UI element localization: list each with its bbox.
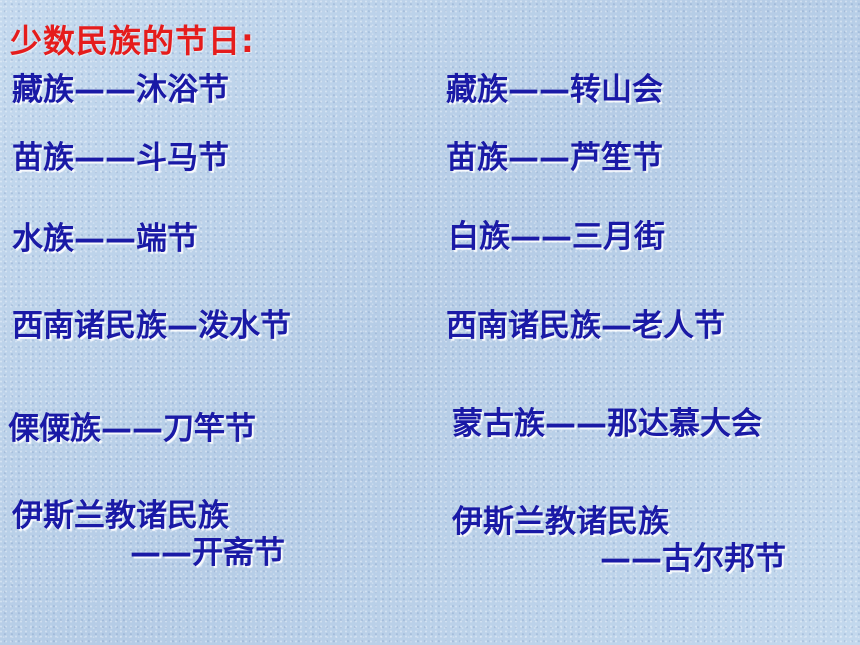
- festival-item-line1: 伊斯兰教诸民族: [452, 504, 669, 540]
- festival-item-multiline: 伊斯兰教诸民族 ——古尔邦节: [452, 504, 786, 578]
- festival-item-line1: 伊斯兰教诸民族: [12, 498, 229, 534]
- festival-item: 藏族——沐浴节: [12, 72, 229, 108]
- festival-item: 水族——端节: [12, 221, 198, 257]
- festival-item-line2: ——开斋节: [130, 535, 285, 572]
- festival-item: 傈僳族——刀竿节: [8, 411, 256, 447]
- festival-item-multiline: 伊斯兰教诸民族 ——开斋节: [12, 498, 285, 572]
- festival-item: 西南诸民族—老人节: [446, 308, 725, 344]
- festival-item: 苗族——芦笙节: [446, 140, 663, 176]
- festival-item: 藏族——转山会: [446, 72, 663, 108]
- festival-item-line2: ——古尔邦节: [600, 541, 786, 578]
- festival-item: 西南诸民族—泼水节: [12, 308, 291, 344]
- slide-title: 少数民族的节日:: [10, 22, 255, 60]
- festival-item: 白族——三月街: [448, 219, 665, 255]
- festival-item: 苗族——斗马节: [12, 140, 229, 176]
- festival-item: 蒙古族——那达慕大会: [452, 406, 762, 442]
